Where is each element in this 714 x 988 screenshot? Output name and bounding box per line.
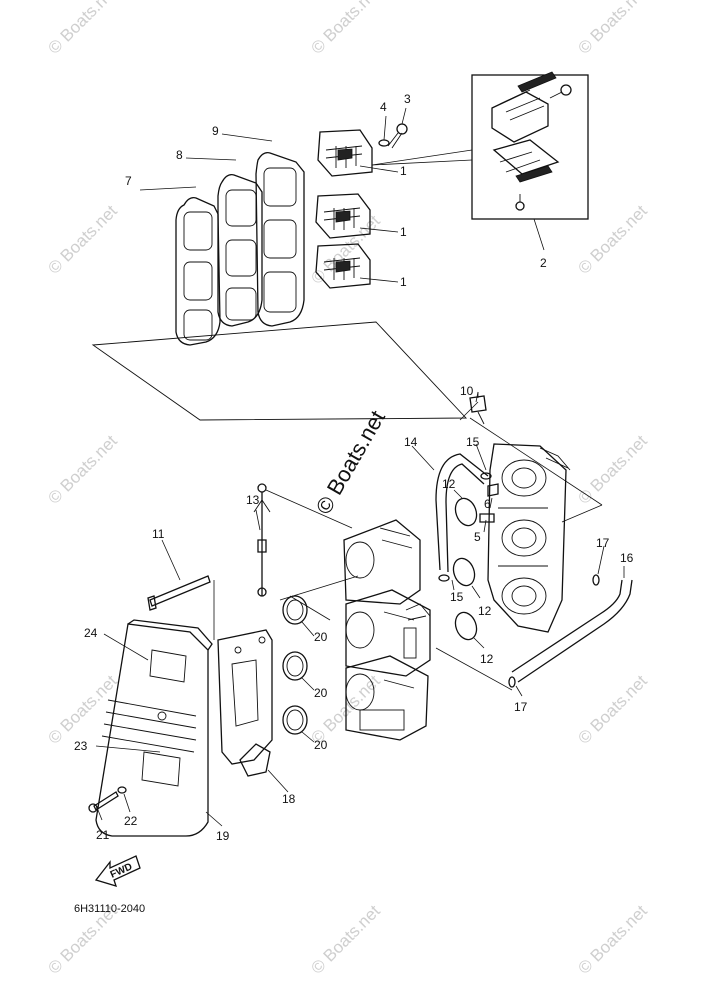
callout-5: 5 (474, 530, 481, 544)
callout-24: 24 (84, 626, 98, 640)
callout-4: 4 (380, 100, 387, 114)
fwd-label: FWD (109, 861, 134, 880)
callout-6: 6 (484, 497, 491, 511)
hose-14 (435, 453, 489, 573)
gasket-7 (175, 197, 221, 346)
watermark: © Boats.net (574, 901, 651, 978)
gasket-8 (217, 174, 263, 327)
leader-lines-lower (95, 391, 625, 827)
callout-1: 1 (400, 275, 407, 289)
callout-8: 8 (176, 148, 183, 162)
callout-12: 12 (480, 652, 494, 666)
o-ring-12 (452, 497, 478, 641)
washer-22 (117, 786, 127, 794)
reed-valve-1b (315, 193, 371, 239)
clip-15 (438, 472, 492, 582)
watermark: © Boats.net (307, 211, 384, 288)
callout-12: 12 (442, 477, 456, 491)
fwd-arrow-icon: FWD (94, 855, 141, 887)
drawing-code: 6H31110-2040 (74, 903, 145, 915)
watermark: © Boats.net (574, 0, 651, 58)
watermark: © Boats.net (307, 0, 384, 58)
callout-15: 15 (450, 590, 464, 604)
callout-7: 7 (125, 174, 132, 188)
watermark: © Boats.net (44, 0, 121, 58)
callout-2: 2 (540, 256, 547, 270)
callout-19: 19 (216, 829, 230, 843)
callout-1: 1 (400, 164, 407, 178)
callout-16: 16 (620, 551, 634, 565)
silencer-cover-19 (95, 619, 213, 837)
reed-detail-box-2 (471, 71, 589, 220)
callout-18: 18 (282, 792, 296, 806)
callout-20: 20 (314, 686, 328, 700)
bolt-11 (147, 575, 211, 611)
leader-lines-top (139, 107, 545, 283)
silencer-gasket (217, 629, 273, 765)
intake-manifold (487, 443, 571, 633)
watermark: © Boats.net (574, 431, 651, 508)
callout-3: 3 (404, 92, 411, 106)
callout-14: 14 (404, 435, 418, 449)
callout-1: 1 (400, 225, 407, 239)
gasket-9 (255, 152, 305, 327)
gasket-20 (282, 595, 308, 735)
link-rod-13 (253, 483, 271, 597)
watermark: © Boats.net (574, 201, 651, 278)
washer-4 (378, 139, 390, 147)
watermark: © Boats.net (44, 201, 121, 278)
callout-15: 15 (466, 435, 480, 449)
callout-13: 13 (246, 493, 260, 507)
callouts: 1 1 1 2 3 4 5 6 7 8 9 10 11 12 12 12 13 … (74, 92, 634, 843)
watermark: © Boats.net (44, 431, 121, 508)
top-assembly-outline (91, 321, 468, 421)
screw-21 (88, 791, 119, 813)
callout-20: 20 (314, 738, 328, 752)
callout-22: 22 (124, 814, 138, 828)
callout-17: 17 (596, 536, 610, 550)
callout-12: 12 (478, 604, 492, 618)
watermark: © Boats.net (307, 901, 384, 978)
carburetor-assembly (343, 519, 431, 741)
clip-17 (508, 574, 600, 688)
plug-6 (487, 483, 499, 497)
reed-valve-1c (315, 243, 371, 289)
callout-10: 10 (460, 384, 474, 398)
screw-3 (387, 123, 408, 149)
center-watermark: © Boats.net (311, 406, 390, 518)
nipple-5 (479, 513, 495, 523)
callout-21: 21 (96, 828, 110, 842)
callout-9: 9 (212, 124, 219, 138)
callout-17: 17 (514, 700, 528, 714)
callout-11: 11 (152, 527, 165, 541)
callout-20: 20 (314, 630, 328, 644)
watermark: © Boats.net (574, 671, 651, 748)
hose-16 (511, 579, 633, 683)
callout-23: 23 (74, 739, 88, 753)
reed-valve-1a (317, 129, 373, 177)
bracket-18 (239, 743, 271, 777)
